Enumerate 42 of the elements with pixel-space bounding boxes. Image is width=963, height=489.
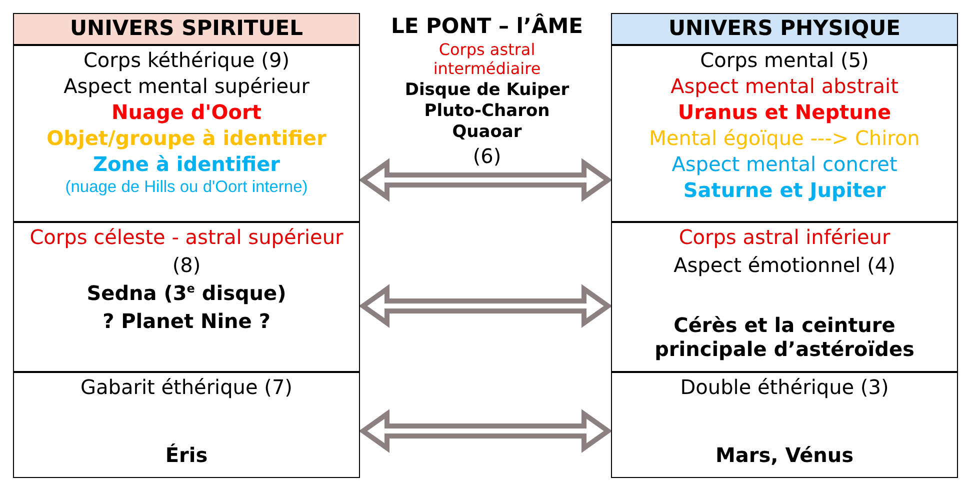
- row-text: Aspect émotionnel (4): [674, 253, 896, 277]
- table-row-box: [611, 372, 958, 478]
- header-band: [611, 13, 958, 45]
- double-arrow: [358, 158, 612, 202]
- table-row-box: [13, 45, 360, 222]
- row-text: Mars, Vénus: [715, 443, 854, 467]
- table-row-box: [13, 222, 360, 372]
- table-row-box: [611, 45, 958, 222]
- table-row-box: [611, 222, 958, 372]
- column-heading: UNIVERS PHYSIQUE: [668, 16, 900, 42]
- bridge-text: Disque de Kuiper: [404, 80, 570, 100]
- row-text: Mental égoïque ---> Chiron: [649, 126, 920, 150]
- row-text: (8): [172, 253, 201, 277]
- table-row-box: [13, 372, 360, 478]
- row-text: Aspect mental supérieur: [64, 74, 310, 98]
- row-text: Corps astral inférieur: [678, 225, 890, 249]
- row-text: Zone à identifier: [92, 152, 280, 176]
- double-arrow: [358, 284, 612, 328]
- row-text: Cérès et la ceinture principale d’astéroïdes: [654, 313, 916, 361]
- row-text: Uranus et Neptune: [678, 100, 892, 124]
- row-text: Corps kéthérique (9): [83, 48, 290, 72]
- bridge-text: Corps astral intermédiaire: [432, 40, 542, 79]
- row-text: ? Planet Nine ?: [102, 309, 270, 333]
- row-text: Nuage d'Oort: [112, 100, 262, 124]
- bridge-heading: LE PONT – l’ÂME: [391, 14, 583, 40]
- row-text: Sedna (3$^{e}$ disque): [86, 281, 286, 305]
- bridge-text: Pluto-Charon: [424, 100, 550, 122]
- double-arrow: [358, 409, 612, 453]
- row-text: Aspect mental abstrait: [670, 74, 898, 98]
- header-band: [13, 13, 360, 45]
- row-text: Corps mental (5): [700, 48, 869, 72]
- bridge-text: (6): [472, 144, 502, 168]
- row-text: Gabarit éthérique (7): [80, 375, 292, 399]
- row-text: (nuage de Hills ou d'Oort interne): [65, 178, 308, 198]
- row-text: Éris: [165, 443, 208, 467]
- row-text: Saturne et Jupiter: [683, 178, 886, 202]
- bridge-text: Quaoar: [452, 122, 522, 143]
- column-heading: UNIVERS SPIRITUEL: [70, 16, 304, 42]
- row-text: Objet/groupe à identifier: [46, 126, 326, 150]
- row-text: Double éthérique (3): [680, 375, 889, 399]
- row-text: Aspect mental concret: [672, 152, 898, 176]
- row-text: Corps céleste - astral supérieur: [30, 225, 344, 249]
